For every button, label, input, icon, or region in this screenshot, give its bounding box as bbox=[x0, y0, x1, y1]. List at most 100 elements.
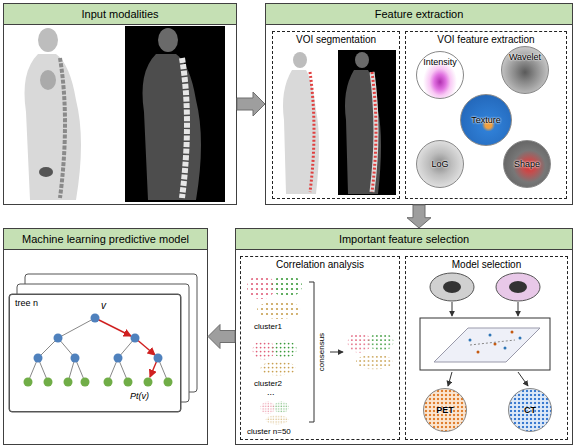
illustration-circle bbox=[519, 337, 522, 340]
feature-circle: Wavelet bbox=[501, 46, 549, 94]
panel-box: Machine learning predictive model tree n bbox=[3, 228, 208, 445]
illustration-ellipse bbox=[430, 273, 474, 301]
illustration-rect bbox=[338, 50, 396, 195]
illustration-path bbox=[38, 318, 135, 358]
illustration-path bbox=[60, 58, 65, 198]
illustration-rect bbox=[276, 50, 334, 195]
illustration-path bbox=[345, 70, 381, 194]
illustration-g bbox=[95, 318, 158, 377]
illustration-use bbox=[251, 338, 299, 378]
feature-circle: LoG bbox=[416, 140, 464, 188]
illustration-g bbox=[24, 378, 173, 387]
illustration-circle bbox=[91, 314, 100, 323]
feature-label: CT bbox=[524, 405, 536, 415]
illustration-path bbox=[283, 70, 319, 194]
dashed-subpanel: Model selectionPET CT bbox=[405, 256, 568, 440]
illustration-circle bbox=[131, 334, 140, 343]
panel-title: Machine learning predictive model bbox=[4, 229, 207, 250]
feature-label: Intensity bbox=[423, 57, 457, 67]
panel-box: Important feature selectionCorrelation a… bbox=[235, 228, 573, 445]
illustration-path bbox=[518, 372, 528, 386]
panel-box: Feature extractionVOI segmentation VOI fe… bbox=[265, 3, 573, 205]
illustration-circle bbox=[104, 378, 113, 387]
illustration-g bbox=[28, 318, 168, 382]
illustration-rect bbox=[125, 26, 225, 202]
feature-label: Texture bbox=[471, 115, 501, 125]
annotation-label: Pt(v) bbox=[130, 392, 149, 401]
illustration-path bbox=[448, 372, 452, 386]
illustration-circle bbox=[164, 378, 173, 387]
illustration-circle bbox=[34, 354, 43, 363]
feature-label: LoG bbox=[431, 159, 448, 169]
illustration-circle bbox=[81, 378, 90, 387]
annotation-label: consensus bbox=[318, 333, 326, 371]
annotation-label: v bbox=[101, 301, 106, 311]
illustration-rect bbox=[12, 26, 110, 202]
illustration-path bbox=[95, 318, 131, 336]
illustration-ellipse bbox=[38, 28, 58, 52]
annotation-label: ... bbox=[267, 388, 275, 397]
illustration-circle bbox=[477, 351, 480, 354]
illustration-path bbox=[309, 282, 314, 422]
feature-label: Wavelet bbox=[509, 52, 541, 62]
illustration-circle bbox=[71, 354, 80, 363]
illustration-ellipse bbox=[509, 281, 527, 293]
illustration-ellipse bbox=[443, 281, 461, 293]
feature-circle: Shape bbox=[503, 140, 551, 188]
illustration-polygon bbox=[434, 328, 540, 362]
illustration-path bbox=[330, 352, 343, 353]
illustration-rect bbox=[420, 318, 550, 370]
illustration-path bbox=[182, 58, 187, 198]
panel-box: Input modalities bbox=[3, 3, 237, 205]
illustration-circle bbox=[489, 334, 492, 337]
illustration-ellipse bbox=[496, 273, 540, 301]
illustration-path bbox=[372, 72, 376, 192]
illustration-g bbox=[469, 334, 522, 350]
illustration-circle bbox=[504, 347, 507, 350]
annotation-label: cluster1 bbox=[254, 323, 282, 331]
illustration-path bbox=[372, 72, 376, 192]
tree-card: tree n bbox=[9, 294, 181, 412]
illustration-circle bbox=[154, 354, 163, 363]
illustration-g bbox=[34, 314, 163, 363]
illustration-rect bbox=[9, 294, 181, 412]
feature-label: PET bbox=[436, 405, 454, 415]
illustration-path bbox=[452, 302, 453, 316]
panel-title: VOI feature extraction bbox=[406, 34, 566, 46]
illustration-circle bbox=[494, 343, 497, 346]
illustration-circle bbox=[511, 331, 514, 334]
panel-title: Feature extraction bbox=[266, 4, 572, 25]
feature-circle: PET bbox=[423, 388, 467, 432]
feature-circle: Intensity bbox=[416, 51, 464, 99]
illustration-use bbox=[245, 272, 305, 322]
illustration-circle bbox=[144, 378, 153, 387]
illustration-circle bbox=[469, 339, 472, 342]
illustration-circle bbox=[24, 378, 33, 387]
annotation-label: cluster n=50 bbox=[247, 428, 291, 436]
illustration-path bbox=[470, 340, 515, 345]
panel-title: Model selection bbox=[406, 259, 567, 271]
illustration-path bbox=[25, 54, 82, 200]
illustration-circle bbox=[64, 378, 73, 387]
illustration-ellipse bbox=[158, 28, 178, 52]
feature-circle: CT bbox=[508, 388, 552, 432]
illustration-circle bbox=[114, 354, 123, 363]
flow-arrow bbox=[208, 325, 235, 349]
feature-label: Shape bbox=[514, 159, 540, 169]
panel-title: tree n bbox=[15, 298, 38, 308]
panel-title: VOI segmentation bbox=[273, 34, 399, 46]
illustration-use bbox=[259, 400, 290, 426]
illustration-ellipse bbox=[355, 52, 369, 68]
illustration-ellipse bbox=[39, 167, 53, 177]
panel-title: Correlation analysis bbox=[241, 259, 399, 271]
illustration-circle bbox=[44, 378, 53, 387]
illustration-ellipse bbox=[293, 52, 307, 68]
illustration-path bbox=[310, 72, 314, 192]
flow-arrow bbox=[237, 92, 265, 116]
illustration-use bbox=[346, 330, 396, 372]
illustration-path bbox=[518, 302, 519, 316]
panel-title: Input modalities bbox=[4, 4, 236, 25]
illustration-circle bbox=[54, 334, 63, 343]
